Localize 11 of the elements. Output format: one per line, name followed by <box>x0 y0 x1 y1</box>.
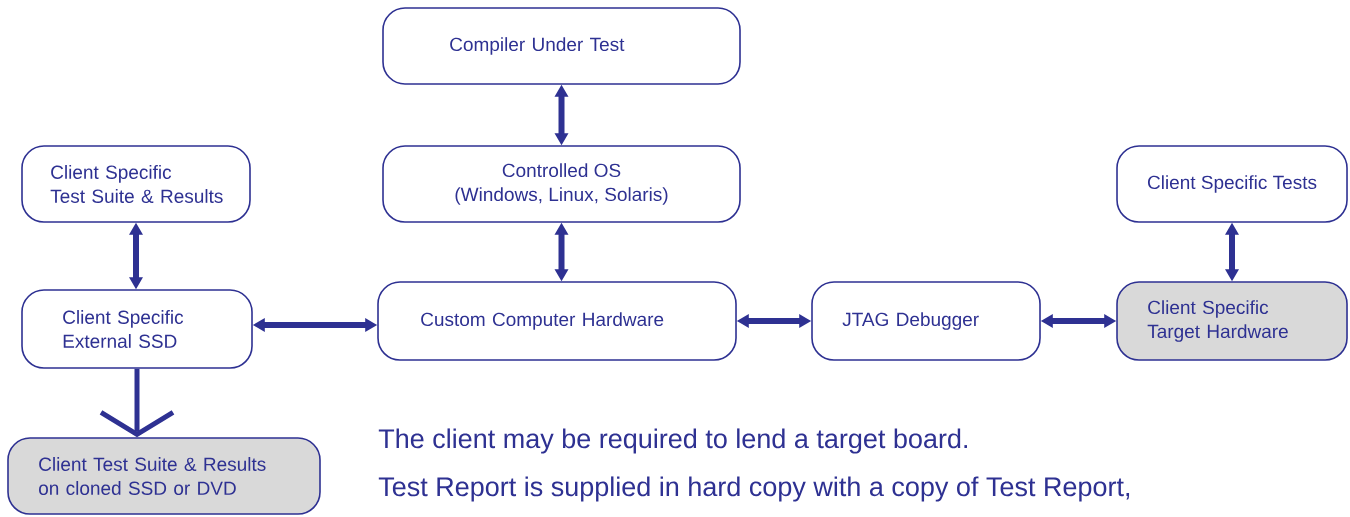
process-box: Custom Computer Hardware <box>377 281 737 361</box>
process-box: Client Specific Target Hardware <box>1116 281 1348 361</box>
note-text: Test Report is supplied in hard copy with a copy of Test Report, <box>378 476 1130 502</box>
note-text: The client may be required to lend a target board. <box>378 428 967 454</box>
process-box: Compiler Under Test <box>382 7 741 85</box>
process-box: Client Test Suite & Results on cloned SSD or DVD <box>7 437 321 515</box>
process-box: JTAG Debugger <box>811 281 1041 361</box>
process-box: Controlled OS (Windows, Linux, Solaris) <box>382 145 741 223</box>
process-box: Client Specific Test Suite & Results <box>21 145 251 223</box>
process-box: Client Specific Tests <box>1116 145 1348 223</box>
process-box: Client Specific External SSD <box>21 289 253 369</box>
